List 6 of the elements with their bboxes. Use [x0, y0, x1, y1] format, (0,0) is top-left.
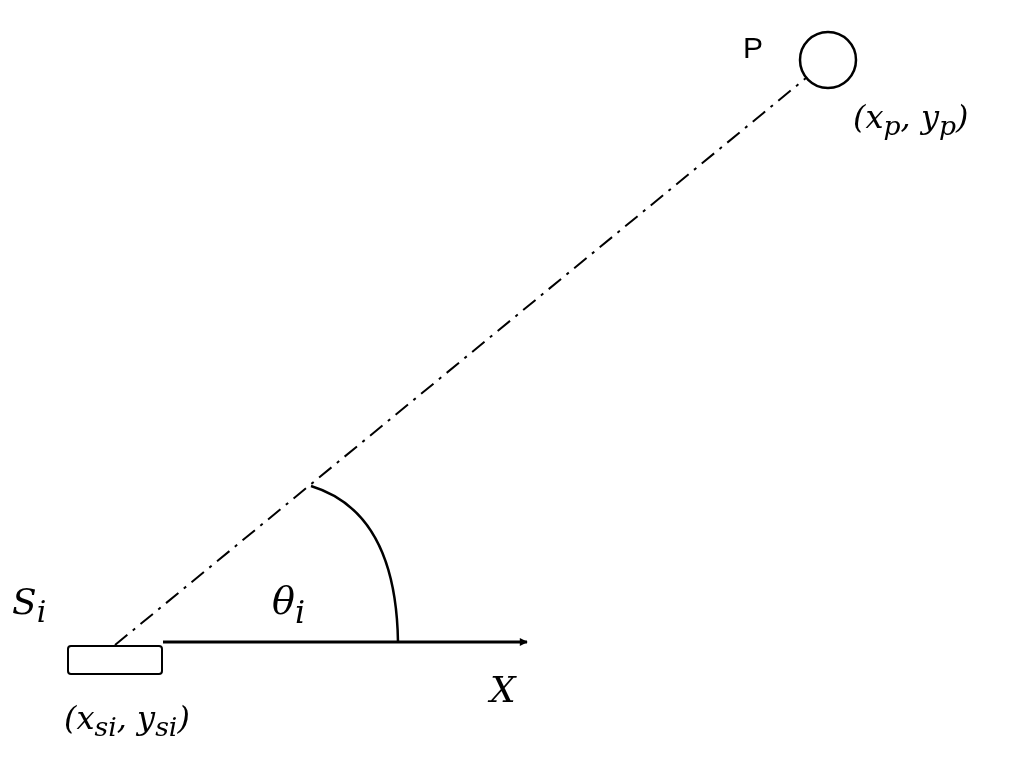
point-label: P: [743, 33, 763, 63]
coordinate-label: (x$_{p}$, y$_{p}$): [853, 101, 969, 141]
angle-label: θ$_{i}$: [272, 582, 305, 629]
line-of-sight: [114, 77, 807, 646]
point-label: S$_{i}$: [12, 584, 47, 628]
coordinate-label: (x$_{si}$, y$_{si}$): [64, 702, 190, 742]
